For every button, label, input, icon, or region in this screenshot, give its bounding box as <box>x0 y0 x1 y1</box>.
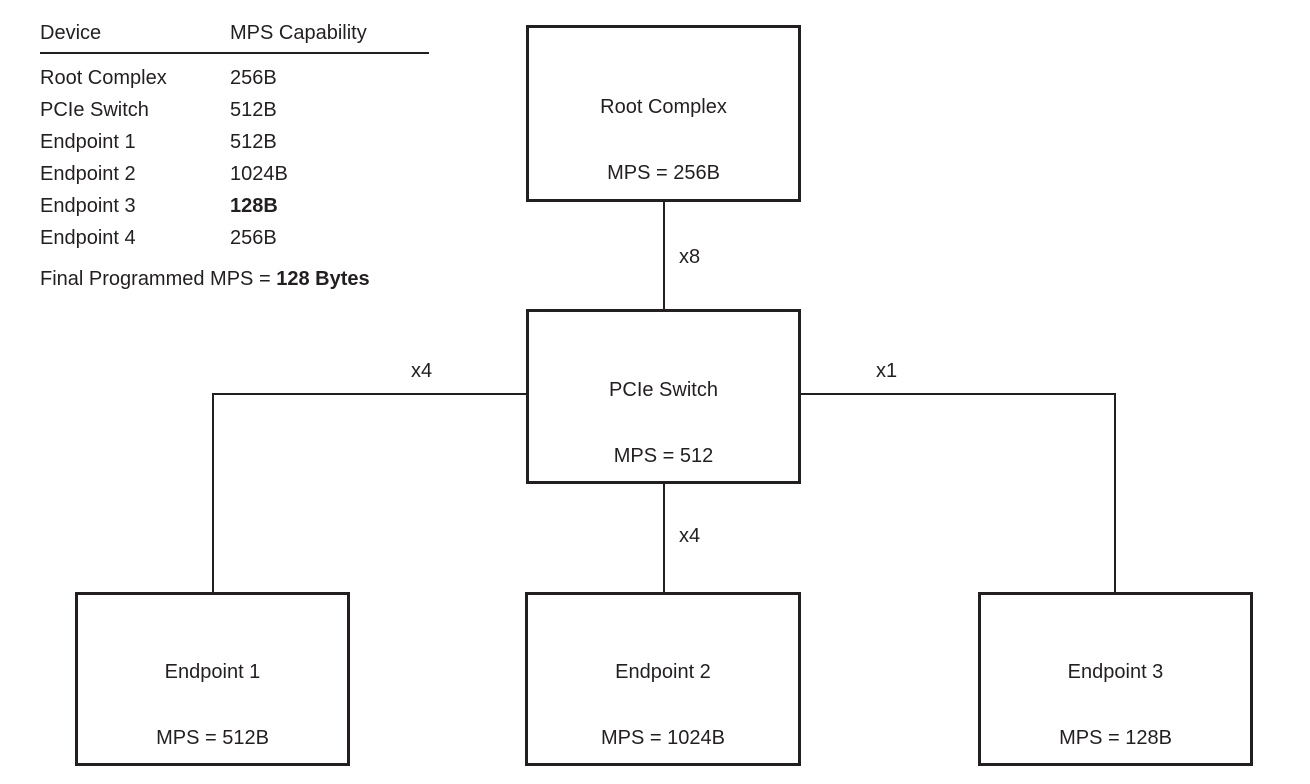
device-capability: 256B <box>230 67 277 89</box>
node-title: Endpoint 3 <box>1067 661 1164 684</box>
device-capability: 128B <box>230 195 278 217</box>
device-capability: 512B <box>230 131 277 153</box>
link-width-label-x8: x8 <box>679 246 701 268</box>
node-title: Endpoint 1 <box>164 661 261 684</box>
final-mps-prefix: Final Programmed MPS = <box>40 268 277 290</box>
table-row: Root Complex 256B <box>40 62 429 94</box>
node-mps-value: MPS = 512 <box>613 444 714 467</box>
final-mps-value: 128 Bytes <box>276 268 370 290</box>
link-width-label-x4-endpoint1: x4 <box>411 360 433 382</box>
node-title: PCIe Switch <box>609 378 718 401</box>
table-header-device: Device <box>40 22 102 44</box>
link-width-label-x1-endpoint3: x1 <box>876 360 898 382</box>
device-name: Endpoint 2 <box>40 163 136 185</box>
node-title: Root Complex <box>600 95 727 118</box>
device-name: Root Complex <box>40 67 167 89</box>
device-capability: 256B <box>230 227 277 249</box>
device-name: Endpoint 1 <box>40 131 136 153</box>
table-row: PCIe Switch 512B <box>40 94 429 126</box>
device-capability: 512B <box>230 99 277 121</box>
device-name: Endpoint 4 <box>40 227 136 249</box>
node-endpoint-1: Endpoint 1 MPS = 512B <box>75 592 350 766</box>
device-name: Endpoint 3 <box>40 195 136 217</box>
node-root-complex: Root Complex MPS = 256B <box>526 25 801 202</box>
link-line-rootcomplex-switch <box>663 202 665 309</box>
table-row: Endpoint 2 1024B <box>40 158 429 190</box>
node-mps-value: MPS = 1024B <box>601 726 725 749</box>
node-endpoint-3: Endpoint 3 MPS = 128B <box>978 592 1253 766</box>
node-pcie-switch: PCIe Switch MPS = 512 <box>526 309 801 484</box>
device-name: PCIe Switch <box>40 99 149 121</box>
final-mps-line: Final Programmed MPS = 128 Bytes <box>40 264 429 294</box>
link-line-switch-endpoint2 <box>663 484 665 592</box>
link-width-label-x4-endpoint2: x4 <box>679 525 701 547</box>
table-header-row: Device MPS Capability <box>40 20 429 54</box>
link-line-switch-endpoint3-vertical <box>1114 393 1116 592</box>
node-mps-value: MPS = 128B <box>1059 726 1172 749</box>
node-endpoint-2: Endpoint 2 MPS = 1024B <box>525 592 801 766</box>
device-capability: 1024B <box>230 163 288 185</box>
node-mps-value: MPS = 256B <box>607 162 720 185</box>
table-row: Endpoint 3 128B <box>40 190 429 222</box>
table-row: Endpoint 1 512B <box>40 126 429 158</box>
link-line-switch-endpoint3-horizontal <box>800 393 1115 395</box>
table-header-capability: MPS Capability <box>230 22 367 44</box>
node-mps-value: MPS = 512B <box>156 726 269 749</box>
link-line-switch-endpoint1-horizontal <box>212 393 526 395</box>
node-title: Endpoint 2 <box>615 661 711 684</box>
table-body: Root Complex 256B PCIe Switch 512B Endpo… <box>40 54 429 254</box>
table-row: Endpoint 4 256B <box>40 222 429 254</box>
mps-capability-table: Device MPS Capability Root Complex 256B … <box>40 20 429 294</box>
link-line-switch-endpoint1-vertical <box>212 393 214 592</box>
